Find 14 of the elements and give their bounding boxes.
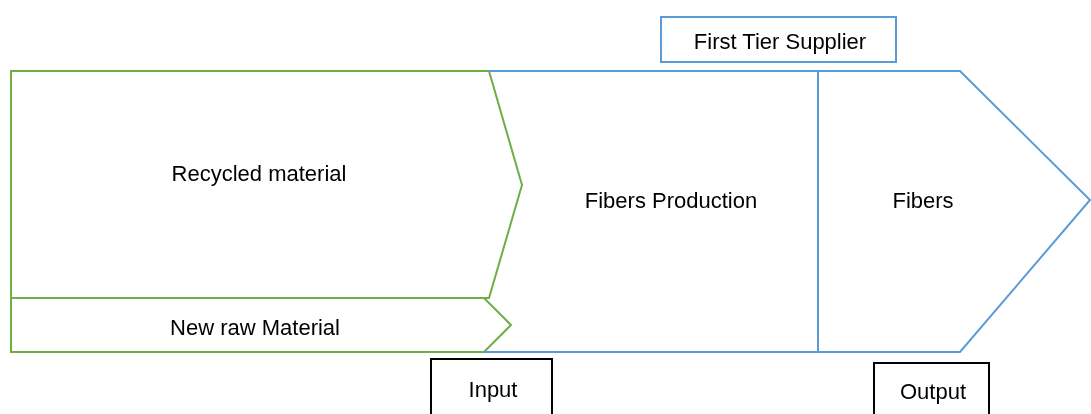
label-box xyxy=(430,358,553,414)
supplier-box xyxy=(660,16,897,63)
chevron-shape xyxy=(11,298,511,352)
node-label: New raw Material xyxy=(170,315,340,341)
label-box xyxy=(873,362,990,414)
node-label: Fibers xyxy=(892,188,954,214)
node-label: Fibers Production xyxy=(584,188,758,214)
node-label: First Tier Supplier xyxy=(693,29,867,55)
node-label: Output xyxy=(900,379,966,405)
process-band xyxy=(484,71,818,352)
chevron-shape xyxy=(11,71,522,298)
node-label: Input xyxy=(468,377,518,403)
node-label: Recycled material xyxy=(171,161,347,187)
arrow-shape xyxy=(818,71,1091,352)
